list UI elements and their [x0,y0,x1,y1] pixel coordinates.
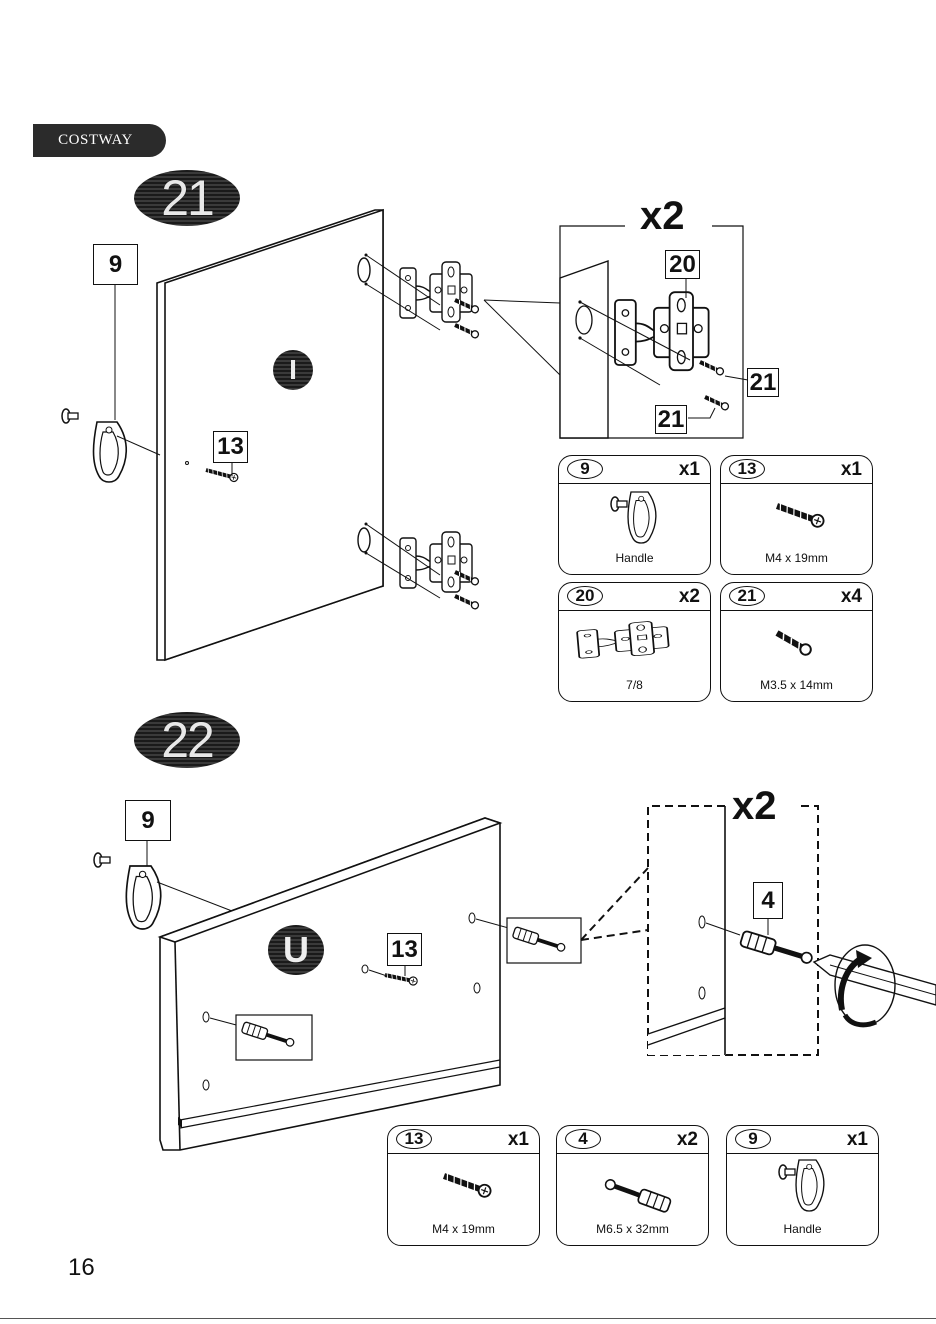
step-number-22: 22 [134,712,240,768]
part-number: 4 [565,1129,601,1149]
part-quantity: x4 [841,586,862,608]
callout-screw-13: 13 [387,933,422,966]
page-number: 16 [68,1254,95,1282]
part-number: 13 [396,1129,432,1149]
part-quantity: x1 [508,1129,529,1151]
callout-screw-13: 13 [213,431,248,463]
step-number-21: 21 [134,170,240,226]
part-quantity: x1 [841,459,862,481]
part-name: Handle [559,551,710,565]
part-name: M6.5 x 32mm [557,1222,708,1236]
screw-icon [721,484,874,554]
callout-hinge-20: 20 [665,250,700,279]
callout-handle-9: 9 [125,800,171,841]
part-name: 7/8 [559,678,710,692]
part-card-screw-13: 13 x1 M4 x 19mm [387,1125,540,1246]
part-name: M4 x 19mm [388,1222,539,1236]
part-number: 21 [729,586,765,606]
callout-hinge-screw-21a: 21 [747,368,779,397]
part-card-cam-bolt-4: 4 x2 M6.5 x 32mm [556,1125,709,1246]
part-quantity: x1 [847,1129,868,1151]
part-number: 9 [567,459,603,479]
callout-handle-9: 9 [93,244,138,285]
part-name: Handle [727,1222,878,1236]
part-quantity: x2 [679,586,700,608]
part-number: 13 [729,459,765,479]
callout-hinge-screw-21b: 21 [655,405,687,434]
detail-multiplier-22: x2 [732,784,777,829]
cam-bolt-icon [557,1154,710,1224]
bottom-rule [0,1318,936,1319]
part-number: 20 [567,586,603,606]
part-card-hinge-20: 20 x2 7/8 [558,582,711,702]
screw-icon [388,1154,541,1224]
handle-icon [559,484,712,554]
part-card-handle: 9 x1 Handle [558,455,711,575]
callout-cam-bolt-4: 4 [753,882,783,919]
screw-icon [721,611,874,681]
part-name: M4 x 19mm [721,551,872,565]
handle-icon [727,1154,880,1224]
panel-letter-U: U [268,925,324,975]
hinge-icon [559,611,712,681]
part-number: 9 [735,1129,771,1149]
part-quantity: x2 [677,1129,698,1151]
part-card-screw-21: 21 x4 M3.5 x 14mm [720,582,873,702]
detail-multiplier-21: x2 [640,194,685,239]
part-card-handle: 9 x1 Handle [726,1125,879,1246]
part-name: M3.5 x 14mm [721,678,872,692]
part-quantity: x1 [679,459,700,481]
part-card-screw-13: 13 x1 M4 x 19mm [720,455,873,575]
panel-letter-I: I [273,350,313,390]
